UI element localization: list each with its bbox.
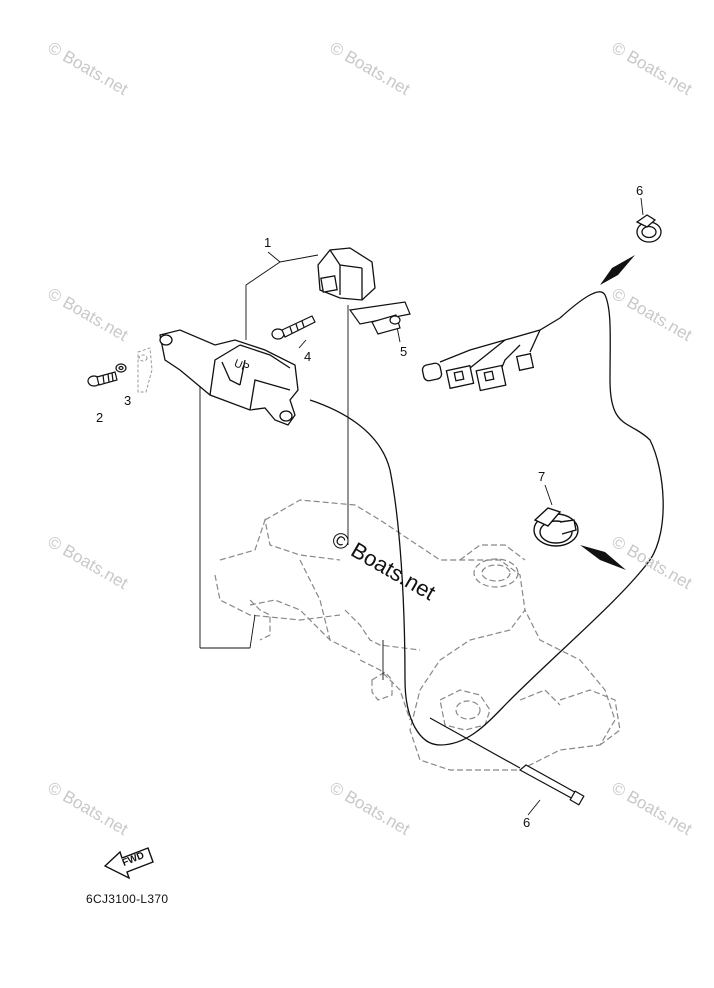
ground-terminal-phantom bbox=[137, 347, 153, 393]
trim-sensor bbox=[159, 329, 299, 426]
holder-clip bbox=[317, 247, 376, 301]
callout-5: 5 bbox=[400, 344, 408, 359]
phantom-swivel-bracket bbox=[214, 499, 621, 771]
cable-tie-part-6 bbox=[429, 717, 585, 806]
clamp-part-7 bbox=[533, 507, 579, 547]
clamp-part-6-top bbox=[635, 214, 662, 243]
clamp-pointer-arrows bbox=[580, 255, 635, 570]
washer-part-3 bbox=[115, 363, 127, 373]
screw-part-4 bbox=[271, 315, 316, 340]
callout-6-bottom: 6 bbox=[523, 815, 531, 830]
part-code: 6CJ3100-L370 bbox=[86, 892, 169, 906]
callout-4: 4 bbox=[304, 349, 312, 364]
callout-3: 3 bbox=[124, 393, 132, 408]
leader-lines bbox=[199, 197, 644, 816]
callout-1: 1 bbox=[264, 235, 272, 250]
bolt-part-2 bbox=[87, 371, 118, 387]
callout-7: 7 bbox=[538, 469, 546, 484]
fwd-arrow-shape bbox=[103, 847, 154, 880]
harness-connectors bbox=[421, 352, 535, 392]
plate-part-5 bbox=[348, 301, 411, 335]
callout-6-top: 6 bbox=[636, 183, 644, 198]
wire-harness bbox=[309, 291, 664, 746]
callout-2: 2 bbox=[96, 410, 104, 425]
